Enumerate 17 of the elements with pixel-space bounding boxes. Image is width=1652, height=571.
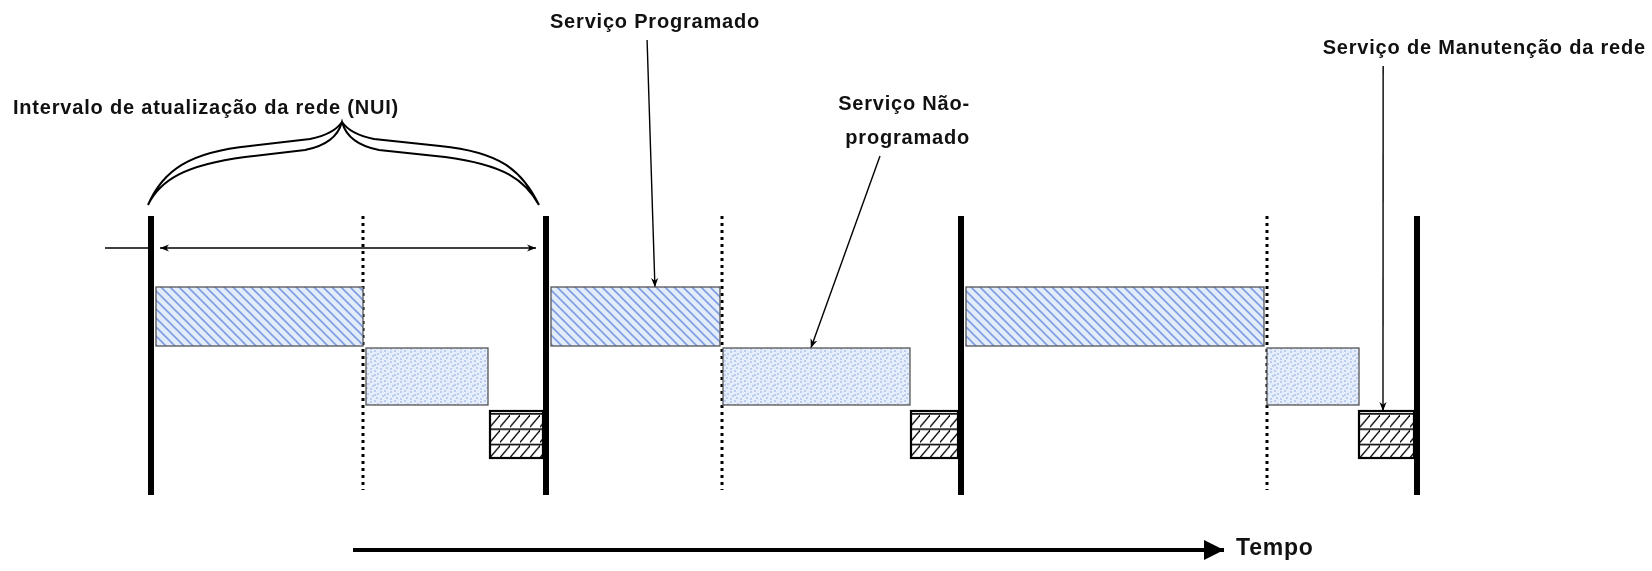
maintenance-block: [488, 409, 545, 460]
callout-label: Serviço de Manutenção da rede: [1296, 30, 1646, 64]
dotted-bar: [365, 347, 489, 406]
maintenance-block: [1357, 409, 1416, 460]
leader-arrow: [1379, 65, 1387, 412]
interval-label: Intervalo de atualização da rede (NUI): [13, 95, 401, 120]
axis-label: Tempo: [1236, 533, 1315, 562]
hatched-bar: [155, 286, 364, 347]
leader-arrow: [810, 155, 881, 349]
hatched-bar: [550, 286, 721, 347]
maintenance-block: [909, 409, 960, 460]
dotted-bar: [1266, 347, 1360, 406]
hatched-bar: [965, 286, 1265, 347]
callout-label: Serviço Programado: [535, 4, 775, 38]
dotted-bar: [722, 347, 911, 406]
callout-label: Serviço Não-programado: [790, 86, 970, 154]
leader-arrow: [646, 39, 659, 288]
